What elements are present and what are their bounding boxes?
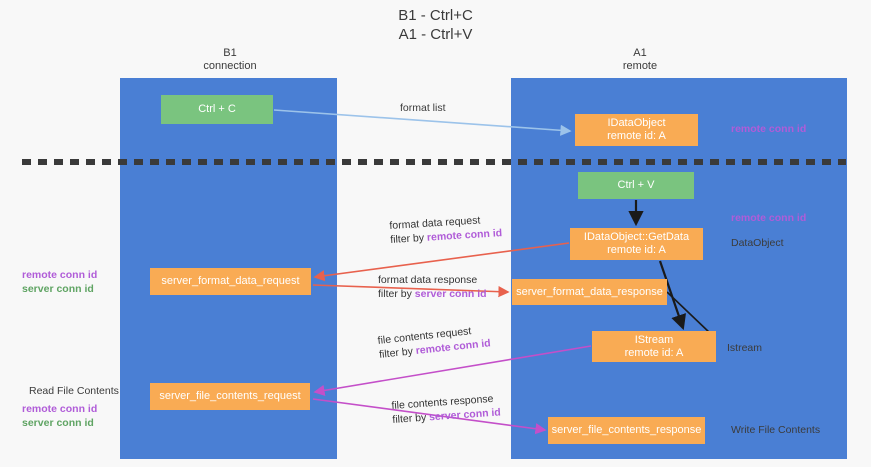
arrow-label-format-data-response: format data response filter by server co…: [378, 273, 487, 301]
filter-prefix: filter by: [378, 345, 417, 361]
arrow-format-list: [273, 109, 572, 136]
filter-prefix: filter by: [389, 231, 428, 246]
arrow-label-format-data-response-filter: filter by server conn id: [378, 287, 487, 301]
label-left-remote-conn-id-a: remote conn id: [22, 269, 98, 281]
filter-prefix: filter by: [378, 288, 415, 300]
label-remote-conn-id-top: remote conn id: [731, 123, 807, 135]
node-idataobject[interactable]: IDataObject remote id: A: [575, 114, 698, 146]
diagram-title: B1 - Ctrl+C A1 - Ctrl+V: [398, 7, 473, 43]
label-left-remote-conn-id-b: remote conn id: [22, 403, 98, 415]
node-server-file-contents-response[interactable]: server_file_contents_response: [548, 417, 705, 444]
arrow-getdata-to-istream: [658, 260, 686, 331]
arrow-file-contents-response: [312, 398, 547, 435]
arrow-format-data-request: [313, 242, 570, 282]
filter-prefix: filter by: [392, 411, 430, 426]
node-server-format-data-response[interactable]: server_format_data_response: [512, 279, 667, 305]
arrow-label-format-data-response-text: format data response: [378, 274, 478, 286]
section-divider-dashed-line: [22, 159, 846, 165]
node-server-format-data-request[interactable]: server_format_data_request: [150, 268, 311, 295]
column-header-b1: B1 connection: [203, 47, 257, 72]
label-remote-conn-id-mid: remote conn id: [731, 212, 807, 224]
column-header-a1: A1 remote: [622, 47, 658, 72]
arrow-label-format-list: format list: [400, 102, 446, 114]
node-ctrl-c[interactable]: Ctrl + C: [161, 95, 273, 124]
node-ctrl-v[interactable]: Ctrl + V: [578, 172, 694, 199]
filter-key-server-conn-id: server conn id: [414, 288, 487, 300]
label-istream: Istream: [727, 342, 763, 354]
label-left-server-conn-id-a: server conn id: [22, 283, 94, 295]
arrow-file-contents-request: [313, 345, 592, 396]
label-left-server-conn-id-b: server conn id: [22, 417, 94, 429]
arrow-response-to-istream: [666, 291, 712, 335]
label-read-file-contents: Read File Contents: [29, 385, 119, 397]
label-dataobject: DataObject: [731, 237, 784, 249]
node-server-file-contents-request[interactable]: server_file_contents_request: [150, 383, 310, 410]
node-istream[interactable]: IStream remote id: A: [592, 331, 716, 362]
arrow-format-data-response: [312, 284, 510, 298]
label-write-file-contents: Write File Contents: [731, 424, 821, 436]
node-idataobject-getdata[interactable]: IDataObject::GetData remote id: A: [570, 228, 703, 260]
